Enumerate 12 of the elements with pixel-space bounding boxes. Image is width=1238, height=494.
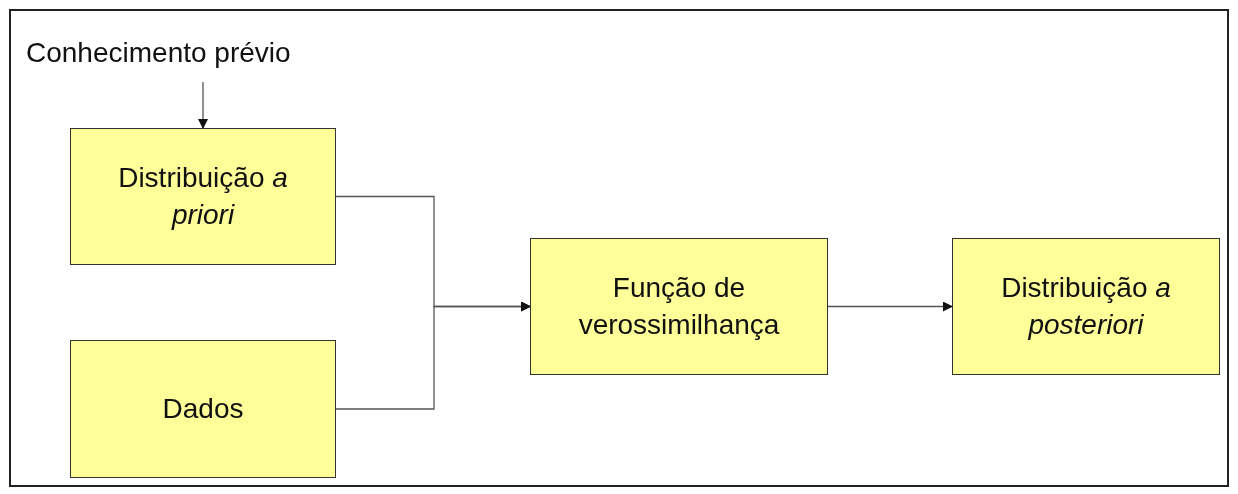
process-box: [70, 340, 336, 478]
box-label: Distribuição a posteriori: [1000, 271, 1172, 342]
arrow: [335, 301, 531, 410]
process-box: [952, 238, 1220, 375]
process-box: [70, 128, 336, 265]
arrow: [198, 81, 208, 129]
box-label: Distribuição a priori: [117, 161, 289, 232]
process-box: [530, 238, 828, 375]
box-label: Função de verossimilhança: [577, 271, 781, 342]
arrow: [827, 301, 953, 312]
box-label: Dados: [162, 391, 244, 426]
annotation-text: Conhecimento prévio: [26, 35, 291, 70]
